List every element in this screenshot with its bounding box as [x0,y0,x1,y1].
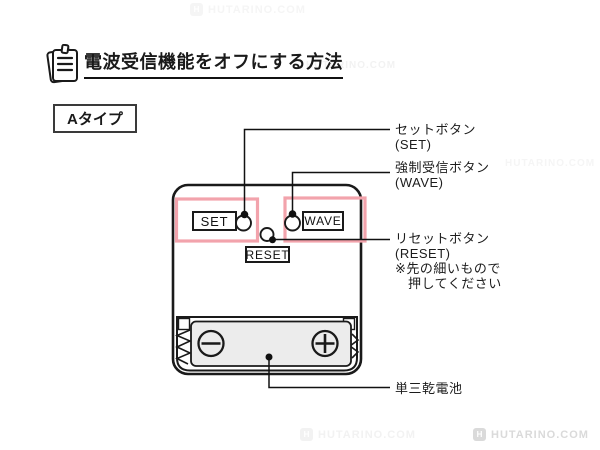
hutarino-logo-icon: H [190,3,203,16]
set-highlight-box [174,197,260,243]
watermark-text: HUTARINO.COM [306,60,397,71]
watermark-text: HUTARINO.COM [505,158,596,169]
watermark: H HUTARINO.COM [190,3,306,16]
wave-button-label: WAVE [302,211,344,231]
watermark-text: HUTARINO.COM [318,428,416,441]
battery-leader-line [268,357,390,389]
set-leader-line [243,128,390,214]
watermark: H HUTARINO.COM [473,428,589,441]
page-title: 電波受信機能をオフにする方法 [84,48,344,79]
battery-minus-icon [197,329,225,358]
holder-tab-left [177,317,191,331]
annotation-set-button: セットボタン (SET) [395,122,477,152]
battery-plus-icon [311,329,339,358]
watermark-text: HUTARINO.COM [208,3,306,16]
hutarino-logo-icon: H [300,428,313,441]
reset-button-label: RESET [245,246,290,263]
memo-icon [46,44,78,84]
watermark: H HUTARINO.COM [300,428,416,441]
type-a-badge: Aタイプ [53,104,137,133]
annotation-reset-button: リセットボタン (RESET) ※先の細いもので 押してください [395,231,502,291]
watermark-text: HUTARINO.COM [491,428,589,441]
wave-leader-line [291,171,390,214]
watermark: HUTARINO.COM [505,158,595,169]
spring-contact [174,329,192,365]
set-button-label: SET [192,211,237,231]
hutarino-logo-icon: H [473,428,486,441]
watermark: HUTARINO.COM [306,60,396,71]
annotation-wave-button: 強制受信ボタン (WAVE) [395,160,490,190]
annotation-battery: 単三乾電池 [395,381,463,396]
aa-battery [190,320,352,367]
